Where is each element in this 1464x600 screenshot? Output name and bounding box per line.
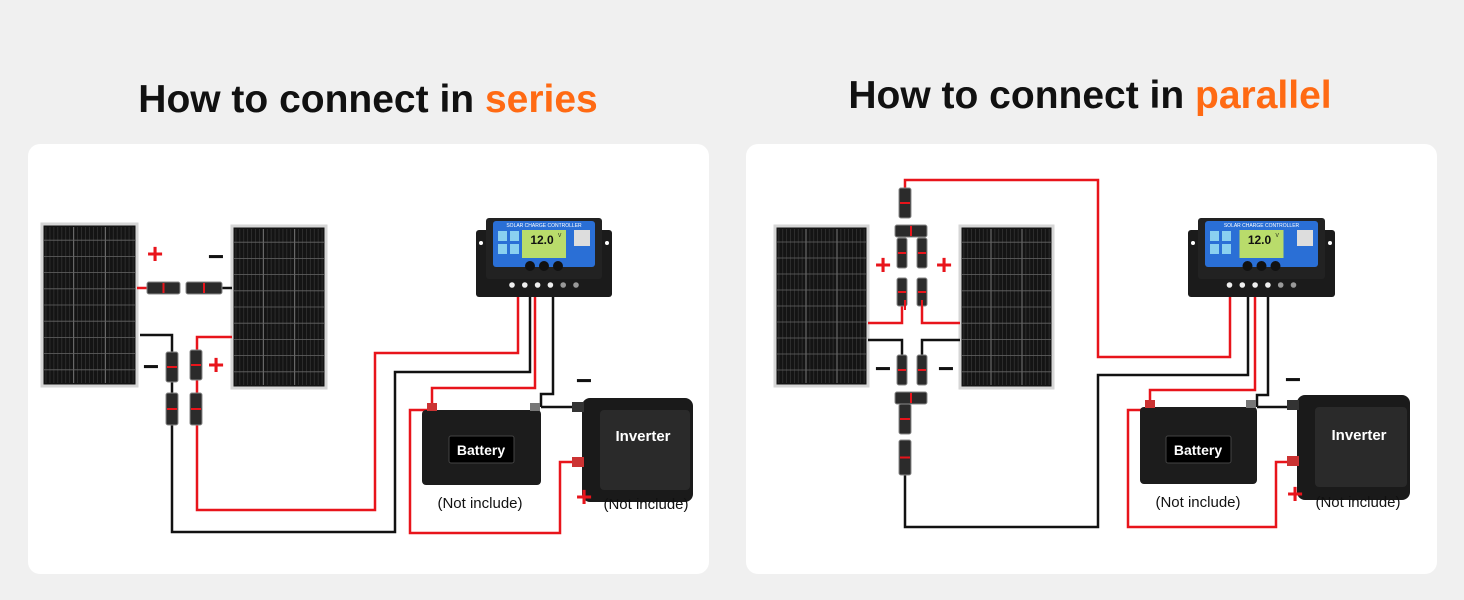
- title-accent: parallel: [1195, 74, 1332, 117]
- mc4-connector: [185, 281, 223, 295]
- mc4-connector: [189, 349, 203, 381]
- minus-sign: −: [938, 353, 954, 384]
- status-icon: [1222, 244, 1231, 254]
- mc4-connector: [916, 237, 928, 269]
- controller-button: [539, 261, 549, 271]
- mc4-connector: [165, 392, 179, 426]
- solar-panel: [773, 224, 870, 388]
- status-icon: [498, 231, 507, 241]
- controller-header: SOLAR CHARGE CONTROLLER: [1224, 223, 1300, 229]
- controller-button: [1242, 261, 1253, 271]
- minus-sign: −: [576, 365, 592, 396]
- terminal: [1265, 282, 1271, 288]
- solar-panel: [40, 222, 139, 388]
- terminal: [1239, 282, 1246, 288]
- solar-panel: [230, 224, 328, 390]
- status-icon: [498, 244, 507, 254]
- parallel-inverter: Inverter: [1287, 395, 1410, 500]
- title-text: How to connect in: [848, 74, 1196, 117]
- status-icon: [510, 244, 519, 254]
- mc4-connector: [896, 277, 908, 307]
- series-card: [28, 144, 709, 574]
- controller-unit: V: [558, 233, 562, 239]
- terminal: [560, 282, 566, 288]
- controller-display: 12.0: [1248, 233, 1272, 247]
- status-icon: [1210, 231, 1219, 241]
- mc4-connector: [898, 187, 912, 219]
- series-negative-wire: [140, 295, 532, 534]
- inverter-note: (Not include): [1315, 494, 1400, 511]
- battery-label: Battery: [1174, 442, 1222, 458]
- minus-sign: −: [208, 241, 224, 272]
- terminal: [547, 282, 554, 288]
- battery-note: (Not include): [437, 495, 522, 512]
- mc4-connector: [189, 392, 203, 426]
- series-title: How to connect in series: [138, 78, 597, 122]
- usb-port-icon: [574, 230, 590, 246]
- controller-battery-negative-wire: [539, 295, 555, 407]
- controller-display: 12.0: [530, 233, 554, 247]
- controller-button: [553, 261, 563, 271]
- controller-header: SOLAR CHARGE CONTROLLER: [506, 223, 582, 229]
- status-icon: [1222, 231, 1231, 241]
- status-icon: [1210, 244, 1219, 254]
- mc4-connector: [146, 281, 181, 295]
- terminal: [1290, 282, 1297, 288]
- controller-unit: V: [1276, 233, 1280, 239]
- controller-button: [525, 261, 535, 271]
- battery-label: Battery: [457, 442, 505, 458]
- mc4-connector: [165, 351, 179, 383]
- title-text: How to connect in: [138, 78, 485, 121]
- mc4-connector: [898, 403, 912, 435]
- controller-button: [1270, 261, 1281, 271]
- solar-charge-controller: SOLAR CHARGE CONTROLLER 12.0 V: [1188, 218, 1335, 297]
- plus-sign: +: [208, 349, 224, 380]
- terminal: [1252, 282, 1258, 288]
- terminal: [1277, 282, 1284, 288]
- mc4-connector: [894, 391, 928, 405]
- mc4-connector: [894, 224, 928, 238]
- mc4-connector: [896, 237, 908, 269]
- mc4-connector: [896, 354, 908, 386]
- plus-sign: +: [936, 249, 952, 280]
- minus-sign: −: [143, 351, 159, 382]
- series-inverter: Inverter: [572, 398, 693, 502]
- inverter-note: (Not include): [603, 496, 688, 513]
- series-battery: Battery: [422, 403, 541, 485]
- plus-sign: +: [576, 481, 592, 512]
- title-accent: series: [484, 78, 598, 121]
- parallel-battery: Battery: [1140, 400, 1257, 484]
- plus-sign: +: [875, 249, 891, 280]
- controller-button: [1256, 261, 1267, 271]
- controller-battery-positive-wire: [430, 295, 537, 405]
- terminal: [534, 282, 541, 288]
- terminal: [522, 282, 528, 288]
- minus-sign: −: [1285, 364, 1301, 395]
- parallel-title: How to connect in parallel: [848, 74, 1331, 118]
- plus-sign: +: [147, 238, 163, 269]
- series-positive-wire: [195, 295, 520, 512]
- terminal: [1226, 282, 1233, 288]
- mc4-connector: [916, 354, 928, 386]
- status-icon: [510, 231, 519, 241]
- solar-panel: [958, 224, 1055, 390]
- parallel-wires: [868, 178, 1298, 529]
- controller-battery-negative-wire: [1255, 295, 1270, 407]
- parallel-positive-wire: [903, 178, 1232, 359]
- usb-port-icon: [1297, 230, 1313, 246]
- controller-battery-positive-wire: [1148, 295, 1257, 405]
- mc4-connector: [898, 439, 912, 476]
- terminal: [573, 282, 579, 288]
- terminal: [509, 282, 515, 288]
- parallel-negative-wire: [903, 295, 1250, 529]
- inverter-label: Inverter: [1331, 427, 1386, 444]
- plus-sign: +: [1287, 478, 1303, 509]
- solar-charge-controller: SOLAR CHARGE CONTROLLER 12.0 V: [476, 218, 612, 297]
- minus-sign: −: [875, 353, 891, 384]
- inverter-label: Inverter: [615, 428, 670, 445]
- battery-note: (Not include): [1155, 494, 1240, 511]
